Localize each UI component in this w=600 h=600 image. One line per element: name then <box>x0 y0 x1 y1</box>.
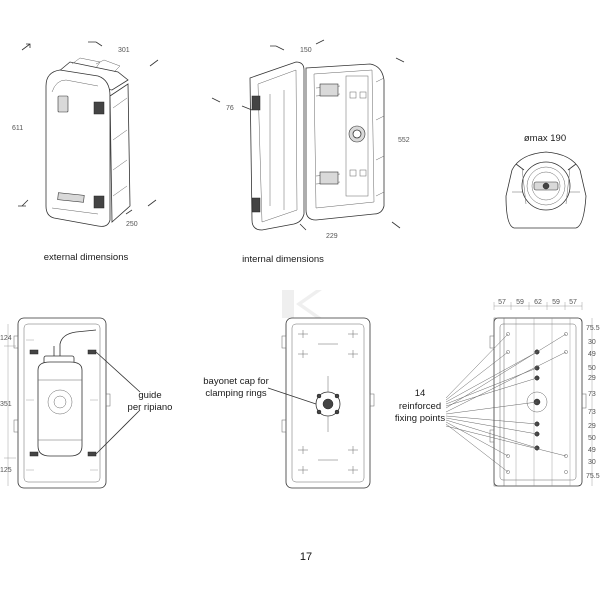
caption-clamping-rings: clamping rings <box>205 388 266 399</box>
internal-width-dim: 150 <box>300 47 312 54</box>
back-top-dim-line <box>493 302 583 310</box>
external-height-dim: 611 <box>12 125 23 132</box>
front-middle-dim: 351 <box>0 401 12 408</box>
back-right-dim-7: 73 <box>588 409 596 416</box>
back-right-dim-1: 75.5 <box>586 325 600 332</box>
caption-fixing-points: fixing points <box>395 413 445 424</box>
back-right-dim-9: 50 <box>588 435 596 442</box>
back-right-dim-12: 75.5 <box>586 473 600 480</box>
internal-depth-a-dim: 76 <box>226 105 234 112</box>
external-dim-arrows <box>18 41 159 215</box>
reinforced-leader-lines <box>445 333 567 473</box>
front-top-dim: 124 <box>0 335 12 342</box>
caption-per-ripiano: per ripiano <box>128 402 173 413</box>
back-top-dim-4: 59 <box>552 299 560 306</box>
back-wall-bayonet-view <box>281 317 375 489</box>
caption-fourteen: 14 <box>415 388 426 399</box>
caption-omax: ømax 190 <box>524 133 566 144</box>
back-right-dim-2: 30 <box>588 339 596 346</box>
front-view-extinguisher <box>13 317 111 489</box>
back-right-dim-6: 73 <box>588 391 596 398</box>
top-view-drawing <box>505 151 587 229</box>
back-right-dim-10: 49 <box>588 447 596 454</box>
back-top-dim-2: 59 <box>516 299 524 306</box>
back-top-dim-5: 57 <box>569 299 577 306</box>
internal-dim-arrows <box>211 39 405 231</box>
caption-guide: guide <box>138 390 161 401</box>
back-top-dim-3: 62 <box>534 299 542 306</box>
back-view-fixing-points <box>489 317 587 487</box>
back-right-dim-3: 49 <box>588 351 596 358</box>
back-right-dim-5: 29 <box>588 375 596 382</box>
guide-leader-lines <box>95 351 141 455</box>
internal-box-drawing <box>249 61 385 231</box>
internal-depth-b-dim: 229 <box>326 233 338 240</box>
back-right-dim-4: 50 <box>588 365 596 372</box>
bayonet-leader-line <box>267 387 317 405</box>
caption-internal-dimensions: internal dimensions <box>242 254 324 265</box>
page-number: 17 <box>300 551 312 563</box>
watermark-logo <box>282 290 322 318</box>
back-top-dim-1: 57 <box>498 299 506 306</box>
caption-external-dimensions: external dimensions <box>44 252 129 263</box>
caption-reinforced: reinforced <box>399 401 441 412</box>
front-left-dimension-lines <box>4 324 16 486</box>
caption-bayonet-cap: bayonet cap for <box>203 376 269 387</box>
back-right-dim-11: 30 <box>588 459 596 466</box>
internal-height-dim: 552 <box>398 137 410 144</box>
external-box-drawing <box>45 57 131 227</box>
external-width-dim: 301 <box>118 47 130 54</box>
external-depth-dim: 250 <box>126 221 138 228</box>
front-bottom-dim: 125 <box>0 467 12 474</box>
back-right-dim-8: 29 <box>588 423 596 430</box>
